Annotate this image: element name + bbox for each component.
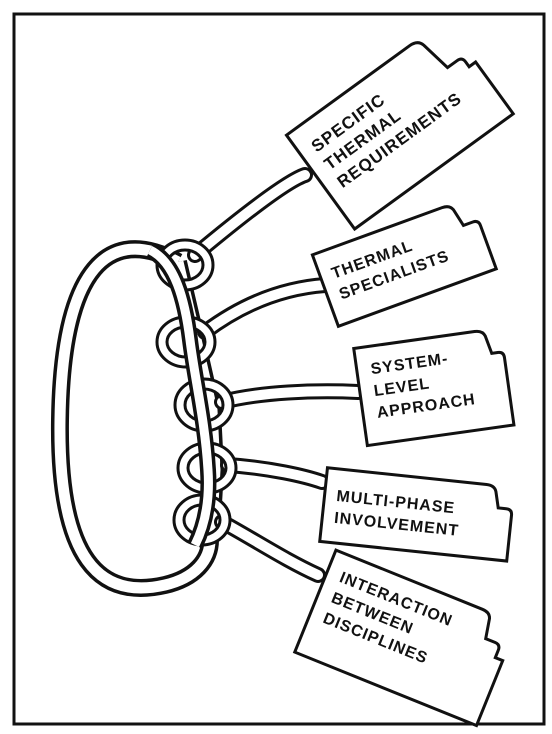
tag-thermal-specialists: THERMAL SPECIALISTS bbox=[312, 197, 496, 326]
tag-specific-thermal-requirements: SPECIFIC THERMAL REQUIREMENTS bbox=[286, 20, 513, 229]
tag-system-level-approach: SYSTEM- LEVEL APPROACH bbox=[354, 328, 514, 446]
tag-interaction-between-disciplines: INTERACTION BETWEEN DISCIPLINES bbox=[295, 550, 518, 725]
tag-multi-phase-involvement: MULTI-PHASE INVOLVEMENT bbox=[320, 468, 515, 561]
